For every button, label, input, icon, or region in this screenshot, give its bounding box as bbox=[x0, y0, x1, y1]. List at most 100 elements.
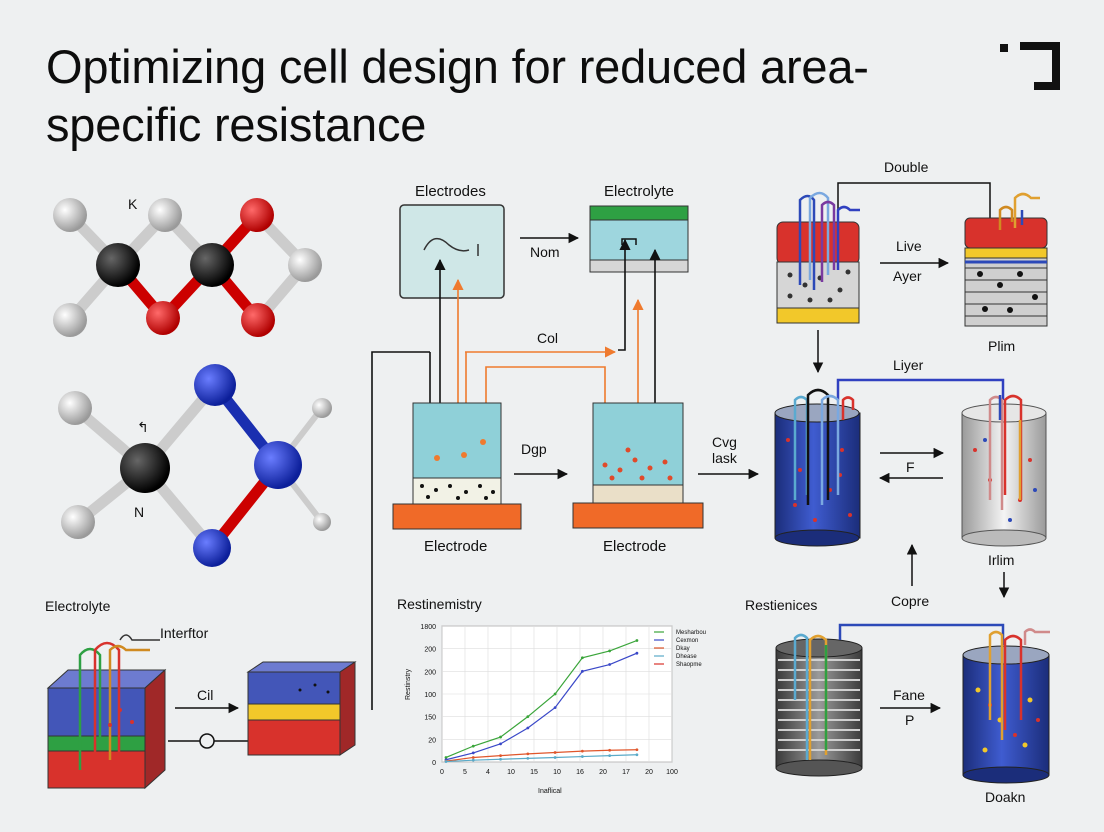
x-tick-label: 20 bbox=[599, 769, 607, 776]
legend-label: Mesharbou bbox=[676, 630, 706, 636]
x-tick-label: 100 bbox=[666, 769, 678, 776]
battery-stack-top-right bbox=[964, 192, 1048, 327]
label-double: Double bbox=[884, 159, 929, 175]
molecule-bottom: ↰ N bbox=[58, 364, 332, 567]
label-plim: Plim bbox=[988, 338, 1015, 354]
data-point bbox=[526, 726, 530, 730]
data-point bbox=[553, 751, 557, 754]
data-point bbox=[499, 735, 502, 739]
label-ayer: Ayer bbox=[893, 268, 922, 284]
electrode-cell-left bbox=[392, 402, 522, 530]
series-line bbox=[445, 754, 637, 763]
y-tick-label: 20 bbox=[428, 737, 436, 744]
data-point bbox=[471, 756, 475, 759]
data-point bbox=[635, 753, 639, 757]
cylinder-blue bbox=[774, 388, 861, 547]
y-tick-label: 200 bbox=[424, 647, 436, 654]
label-irlim: Irlim bbox=[988, 552, 1014, 568]
label-copre: Copre bbox=[891, 593, 929, 609]
label-lask: lask bbox=[712, 450, 738, 466]
data-point bbox=[608, 754, 612, 758]
label-electrolyte-bottom: Electrolyte bbox=[45, 598, 111, 614]
data-point bbox=[499, 754, 502, 758]
label-col: Col bbox=[537, 330, 558, 346]
label-nom: Nom bbox=[530, 244, 560, 260]
data-point bbox=[608, 748, 612, 752]
series-line bbox=[445, 639, 638, 759]
data-point bbox=[526, 715, 530, 719]
x-tick-label: 10 bbox=[507, 769, 515, 776]
data-point bbox=[444, 756, 448, 759]
chart-xlabel: Inaflical bbox=[538, 788, 562, 795]
x-tick-label: 5 bbox=[463, 769, 467, 776]
label-dgp: Dgp bbox=[521, 441, 547, 457]
label-cil: Cil bbox=[197, 687, 213, 703]
label-electrodes: Electrodes bbox=[415, 183, 486, 200]
layer-block-right bbox=[246, 661, 357, 756]
data-point bbox=[580, 669, 584, 673]
x-tick-label: 10 bbox=[553, 769, 561, 776]
y-tick-label: 100 bbox=[424, 692, 436, 699]
y-tick-label: 0 bbox=[432, 760, 436, 767]
label-electrode-left: Electrode bbox=[424, 538, 487, 555]
data-point bbox=[580, 755, 584, 758]
layer-block-left bbox=[46, 634, 167, 790]
data-point bbox=[553, 706, 557, 709]
cylinder-coil bbox=[775, 623, 1005, 777]
electrodes-box bbox=[399, 204, 505, 299]
cylinder-gray bbox=[961, 394, 1047, 547]
label-doakn: Doakn bbox=[985, 789, 1025, 805]
series-line bbox=[445, 749, 637, 762]
battery-cell-top-left bbox=[776, 191, 860, 324]
x-tick-label: 17 bbox=[622, 769, 630, 776]
data-point bbox=[526, 756, 530, 760]
data-point bbox=[635, 651, 639, 655]
data-point bbox=[635, 748, 639, 752]
label-electrode-right: Electrode bbox=[603, 538, 666, 555]
legend-label: Dkay bbox=[676, 646, 690, 652]
molecule-label-n: N bbox=[134, 504, 144, 520]
electrode-cell-right bbox=[572, 402, 704, 529]
data-point bbox=[553, 756, 557, 759]
chart-ylabel: Restinstry bbox=[405, 668, 412, 700]
molecule-label-k: K bbox=[128, 196, 138, 212]
data-point bbox=[526, 752, 530, 756]
data-point bbox=[553, 692, 557, 696]
label-f: F bbox=[906, 459, 915, 475]
data-point bbox=[580, 656, 584, 660]
data-point bbox=[499, 757, 502, 761]
legend-label: Shaopme bbox=[676, 662, 702, 668]
x-tick-label: 4 bbox=[486, 769, 490, 776]
data-point bbox=[608, 663, 612, 666]
page-title: Optimizing cell design for reduced area-… bbox=[46, 40, 869, 151]
y-tick-label: 1800 bbox=[420, 624, 436, 631]
label-cvg: Cvg bbox=[712, 434, 737, 450]
legend-label: Dhease bbox=[676, 654, 697, 660]
label-restienices: Restienices bbox=[745, 597, 817, 613]
logo-icon bbox=[1000, 42, 1060, 90]
data-point bbox=[471, 751, 475, 755]
data-point bbox=[635, 639, 639, 642]
molecule-top: K bbox=[53, 196, 322, 337]
x-tick-label: 15 bbox=[530, 769, 538, 776]
x-tick-label: 20 bbox=[645, 769, 653, 776]
series-line bbox=[445, 652, 638, 761]
cylinder-blue-bottom bbox=[962, 628, 1050, 784]
label-live: Live bbox=[896, 238, 922, 254]
y-tick-label: 150 bbox=[424, 715, 436, 722]
label-interftor: Interftor bbox=[160, 625, 209, 641]
legend-label: Cexmon bbox=[676, 638, 698, 644]
data-point bbox=[608, 649, 612, 653]
swap-icon bbox=[199, 733, 215, 749]
chart-title: Restinemistry bbox=[397, 596, 482, 612]
data-point bbox=[471, 744, 475, 748]
label-electrolyte-top: Electrolyte bbox=[604, 183, 674, 200]
data-point bbox=[444, 760, 448, 763]
molecule-label-small: ↰ bbox=[137, 419, 149, 435]
label-p: P bbox=[905, 712, 914, 728]
data-point bbox=[580, 749, 584, 753]
wave-icon bbox=[423, 237, 479, 256]
